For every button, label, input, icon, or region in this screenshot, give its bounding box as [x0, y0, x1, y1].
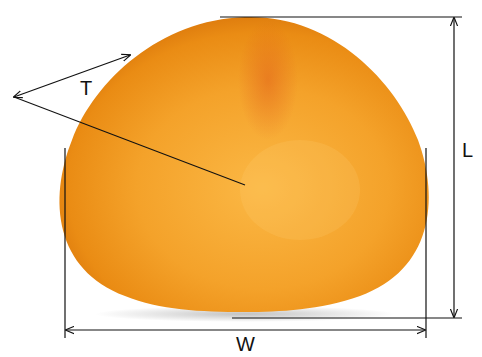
highlight: [240, 140, 360, 240]
extension-line: [232, 317, 462, 318]
length-arrow: [453, 18, 454, 317]
dimension-label: L: [462, 140, 473, 160]
width-arrow: [66, 329, 425, 330]
extension-line: [220, 16, 462, 17]
dimension-label: T: [80, 78, 92, 98]
extension-line: [64, 148, 65, 338]
grapefruit: [60, 17, 429, 312]
peel-blush: [238, 20, 298, 140]
dimension-label: W: [236, 334, 255, 354]
extension-line: [425, 148, 426, 338]
leader-line: [14, 97, 245, 185]
thickness-arrow: [14, 55, 130, 97]
